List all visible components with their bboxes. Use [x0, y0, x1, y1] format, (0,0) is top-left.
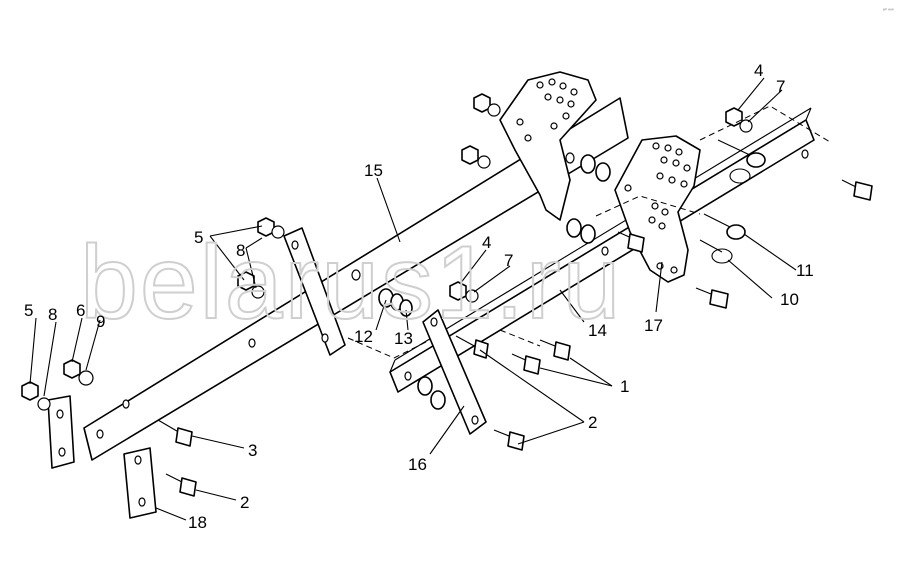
bolt-plate-17	[617, 231, 645, 253]
watermark: belarus1.ru	[80, 225, 622, 341]
callout-15: 15	[364, 161, 383, 180]
bolt-3	[157, 419, 193, 447]
callout-9: 9	[96, 312, 105, 331]
callout-5-left: 5	[24, 301, 33, 320]
callout-7-top: 7	[776, 77, 785, 96]
callout-8-upper: 8	[236, 241, 245, 260]
callout-7-mid: 7	[504, 251, 513, 270]
bolts	[157, 179, 873, 497]
right-bracket-plate	[614, 135, 701, 283]
left-vertical-plate	[283, 227, 346, 356]
callout-6: 6	[76, 301, 85, 320]
callout-4-top: 4	[754, 61, 763, 80]
callout-17: 17	[644, 316, 663, 335]
bolt-right-lower	[695, 287, 729, 309]
callout-4-mid: 4	[482, 233, 491, 252]
clamp-plate-16	[422, 309, 487, 435]
upper-bracket-plate	[499, 71, 597, 221]
callout-1: 1	[620, 377, 629, 396]
callout-12: 12	[354, 327, 373, 346]
front-beam	[83, 97, 629, 461]
bolt-2-mid	[493, 429, 525, 451]
callout-14: 14	[588, 321, 607, 340]
callout-3: 3	[248, 441, 257, 460]
callout-16: 16	[408, 455, 427, 474]
clamp-plate-left	[47, 395, 75, 469]
bolt-1-a	[539, 339, 571, 361]
clamp-plate-18	[123, 447, 157, 519]
callout-8-left: 8	[48, 305, 57, 324]
callout-5-upper: 5	[194, 228, 203, 247]
callout-2-left: 2	[240, 493, 249, 512]
assembly-lines	[347, 105, 831, 359]
bolt-1-b	[511, 353, 541, 375]
callouts: 15 5 8 5 8 6 9 4 7 12 13 14 17 1 2 16 3 …	[24, 61, 814, 532]
nuts-washers	[21, 93, 753, 411]
callout-13: 13	[394, 329, 413, 348]
bolt-right-upper	[841, 179, 873, 201]
leader-lines	[29, 77, 797, 521]
spacer-tubes	[378, 154, 611, 410]
bolt-2-left	[165, 473, 197, 497]
callout-11: 11	[796, 261, 814, 280]
callout-10: 10	[780, 290, 799, 309]
callout-18: 18	[188, 513, 207, 532]
corner-note: ª° ººº	[883, 8, 894, 14]
callout-2-mid: 2	[588, 413, 597, 432]
pins-clips	[699, 139, 766, 264]
